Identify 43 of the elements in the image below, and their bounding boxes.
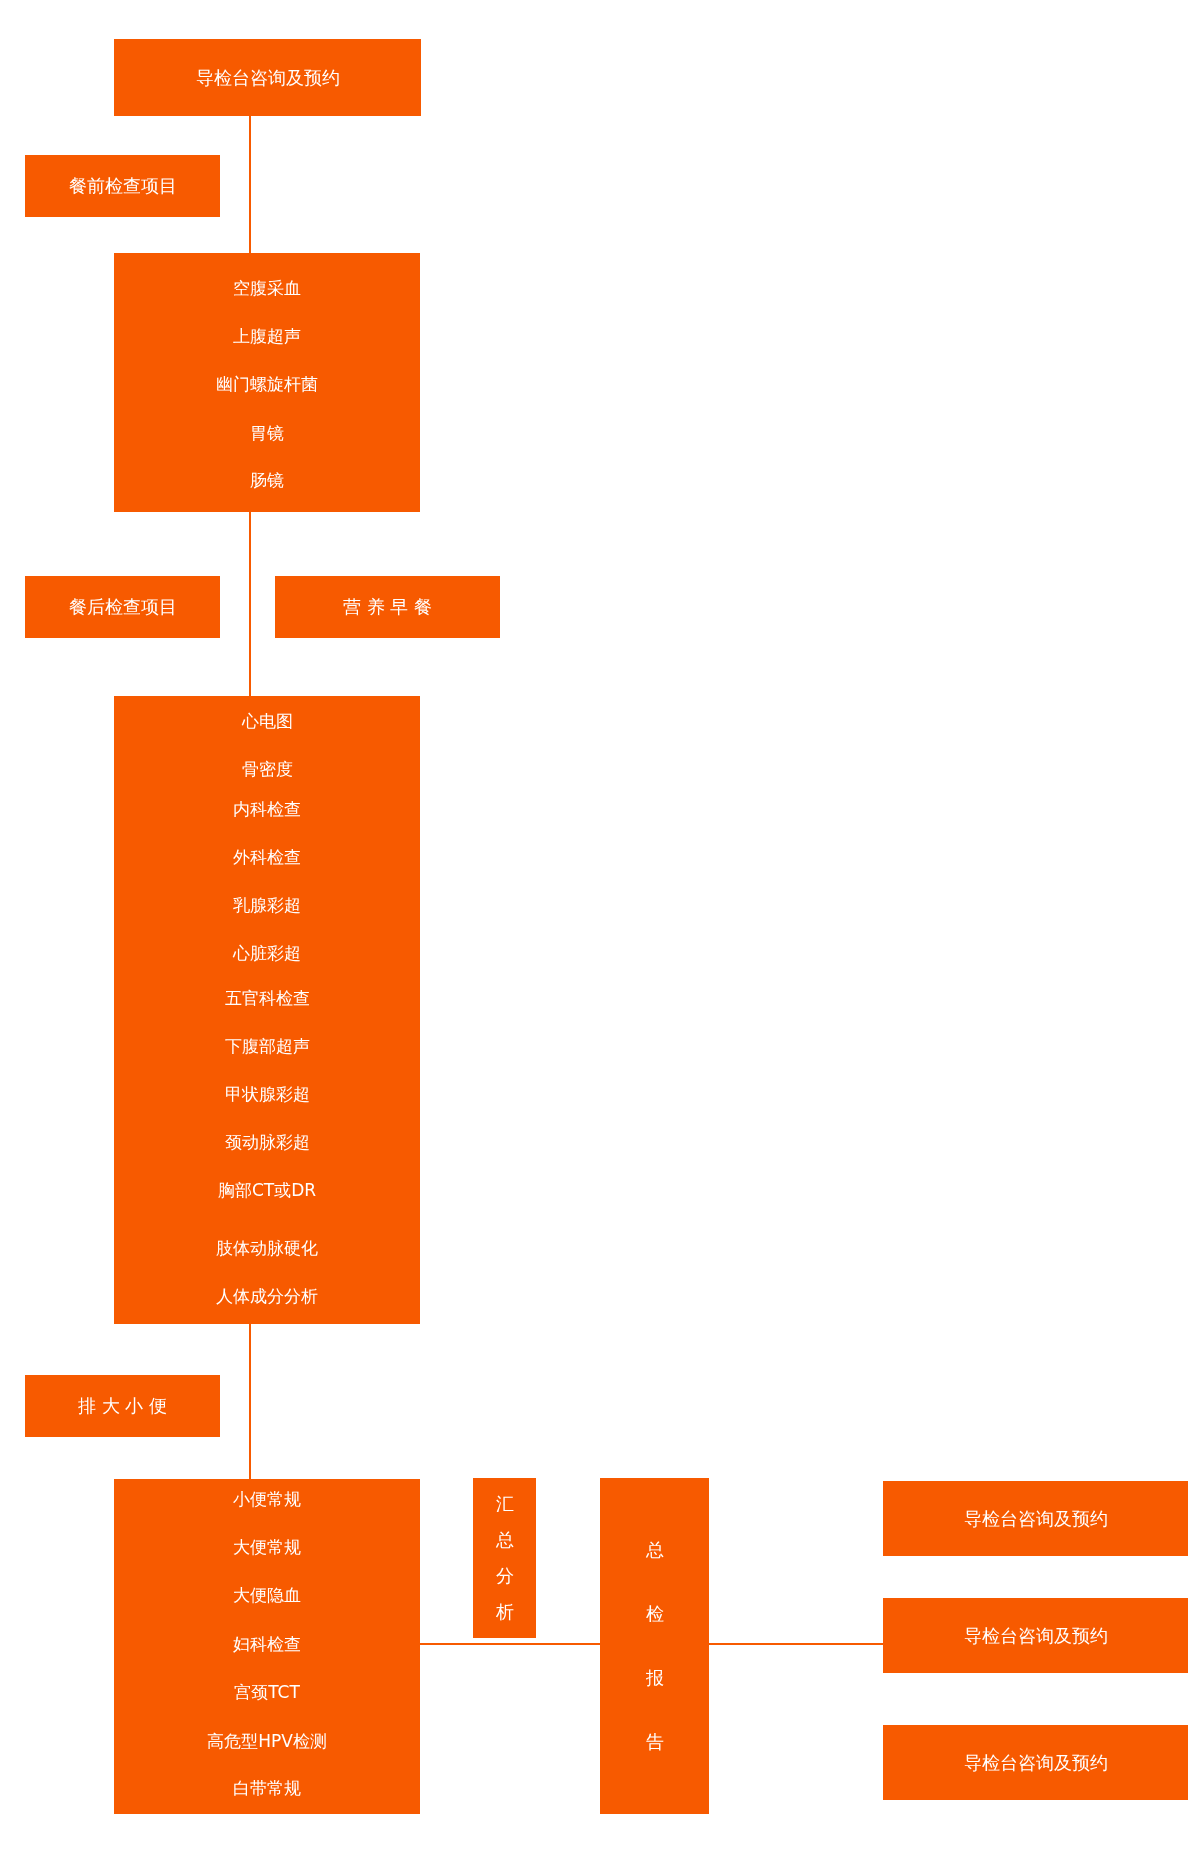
exam-item: 人体成分分析 <box>216 1285 318 1307</box>
connector-line <box>249 1323 251 1480</box>
exam-item: 白带常规 <box>233 1777 301 1799</box>
exam-item: 五官科检查 <box>224 987 310 1009</box>
exam-item: 高危型HPV检测 <box>207 1730 327 1752</box>
exam-list-panel <box>114 253 420 512</box>
step-box: 总检报告 <box>600 1478 709 1814</box>
exam-item: 肢体动脉硬化 <box>216 1237 318 1259</box>
exam-item: 心脏彩超 <box>233 942 301 964</box>
step-box: 餐前检查项目 <box>25 155 220 217</box>
exam-item: 胃镜 <box>250 422 284 444</box>
step-box: 导检台咨询及预约 <box>114 39 421 116</box>
exam-item: 胸部CT或DR <box>217 1179 317 1201</box>
exam-item: 甲状腺彩超 <box>224 1083 310 1105</box>
connector-line <box>708 1643 884 1645</box>
connector-line <box>249 115 251 254</box>
exam-item: 乳腺彩超 <box>233 894 301 916</box>
connector-line <box>419 1643 601 1645</box>
exam-item: 小便常规 <box>233 1488 301 1510</box>
exam-item: 大便常规 <box>233 1536 301 1558</box>
exam-item: 大便隐血 <box>233 1584 301 1606</box>
exam-item: 心电图 <box>241 710 293 732</box>
step-box: 排 大 小 便 <box>25 1375 220 1437</box>
exam-item: 空腹采血 <box>233 277 301 299</box>
step-box: 餐后检查项目 <box>25 576 220 638</box>
exam-item: 上腹超声 <box>233 325 301 347</box>
exam-item: 宫颈TCT <box>234 1681 300 1703</box>
step-box: 导检台咨询及预约 <box>883 1725 1188 1800</box>
step-box: 营 养 早 餐 <box>275 576 500 638</box>
step-box: 导检台咨询及预约 <box>883 1598 1188 1673</box>
exam-item: 下腹部超声 <box>224 1035 310 1057</box>
exam-list-panel <box>114 1479 420 1814</box>
connector-line <box>249 511 251 697</box>
exam-item: 肠镜 <box>250 469 284 491</box>
exam-item: 妇科检查 <box>233 1633 301 1655</box>
exam-list-panel <box>114 696 420 1324</box>
exam-item: 骨密度 <box>241 758 293 780</box>
step-box: 汇总分析 <box>473 1478 536 1638</box>
exam-item: 颈动脉彩超 <box>224 1131 310 1153</box>
step-box: 导检台咨询及预约 <box>883 1481 1188 1556</box>
exam-item: 内科检查 <box>233 798 301 820</box>
exam-item: 外科检查 <box>233 846 301 868</box>
exam-item: 幽门螺旋杆菌 <box>216 373 318 395</box>
